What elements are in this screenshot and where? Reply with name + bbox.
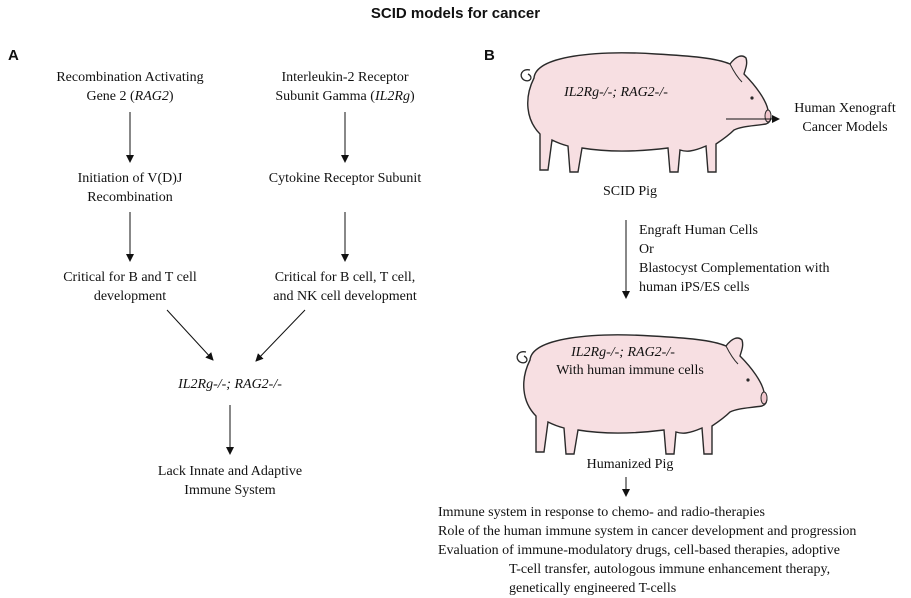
applications-list: Immune system in response to chemo- and …	[438, 503, 908, 598]
humanized-pig-label: Humanized Pig	[586, 457, 674, 472]
scid-pig-illustration	[520, 52, 772, 173]
vdj-line2: Recombination	[87, 190, 173, 205]
engraft-node: Engraft Human Cells Or Blastocyst Comple…	[639, 221, 869, 297]
bt-node: Critical for B and T cell development	[30, 268, 230, 306]
pig2-genotype: IL2Rg-/-; RAG2-/-	[571, 345, 675, 360]
bt-line2: development	[93, 289, 167, 304]
il2rg-line2: Subunit Gamma (IL2Rg)	[275, 89, 415, 104]
pig2-immune-cells: With human immune cells	[556, 363, 704, 378]
application-item: Evaluation of immune-modulatory drugs, c…	[438, 543, 840, 558]
engraft-line1: Engraft Human Cells	[639, 223, 758, 238]
il2rg-node: Interleukin-2 Receptor Subunit Gamma (IL…	[245, 68, 445, 106]
engraft-line3: Blastocyst Complementation with	[639, 261, 830, 276]
btnk-line1: Critical for B cell, T cell,	[274, 270, 416, 285]
xeno-line2: Cancer Models	[802, 120, 888, 135]
vdj-node: Initiation of V(D)J Recombination	[30, 169, 230, 207]
bt-line1: Critical for B and T cell	[63, 270, 197, 285]
pig1-genotype: IL2Rg-/-; RAG2-/-	[564, 85, 668, 100]
lack-line1: Lack Innate and Adaptive	[157, 464, 303, 479]
panel-b-label: B	[484, 47, 495, 64]
scid-pig-label: SCID Pig	[602, 184, 658, 199]
il2rg-line1: Interleukin-2 Receptor	[281, 70, 409, 85]
panel-a-label: A	[8, 47, 19, 64]
arrow-btnk-to-genotype	[255, 309, 306, 362]
lack-line2: Immune System	[184, 483, 276, 498]
application-item: Immune system in response to chemo- and …	[438, 505, 765, 520]
engraft-line4: human iPS/ES cells	[639, 280, 750, 295]
btnk-line2: and NK cell development	[273, 289, 417, 304]
application-item-continuation: genetically engineered T-cells	[509, 581, 677, 596]
cytokine-node: Cytokine Receptor Subunit	[268, 171, 422, 186]
application-item: Role of the human immune system in cance…	[438, 524, 857, 539]
xenograft-node: Human Xenograft Cancer Models	[785, 99, 905, 137]
xeno-line1: Human Xenograft	[794, 101, 896, 116]
application-item-continuation: T-cell transfer, autologous immune enhan…	[509, 562, 831, 577]
arrow-bt-to-genotype	[166, 309, 214, 361]
engraft-line2: Or	[639, 242, 654, 257]
figure-title: SCID models for cancer	[370, 5, 541, 22]
rag2-line1: Recombination Activating	[56, 70, 204, 85]
vdj-line1: Initiation of V(D)J	[77, 171, 183, 186]
rag2-node: Recombination Activating Gene 2 (RAG2)	[30, 68, 230, 106]
rag2-line2: Gene 2 (RAG2)	[86, 89, 174, 104]
humanized-pig-illustration	[516, 334, 768, 455]
genotype-node: IL2Rg-/-; RAG2-/-	[178, 377, 282, 392]
btnk-node: Critical for B cell, T cell, and NK cell…	[245, 268, 445, 306]
lack-immune-node: Lack Innate and Adaptive Immune System	[130, 462, 330, 500]
